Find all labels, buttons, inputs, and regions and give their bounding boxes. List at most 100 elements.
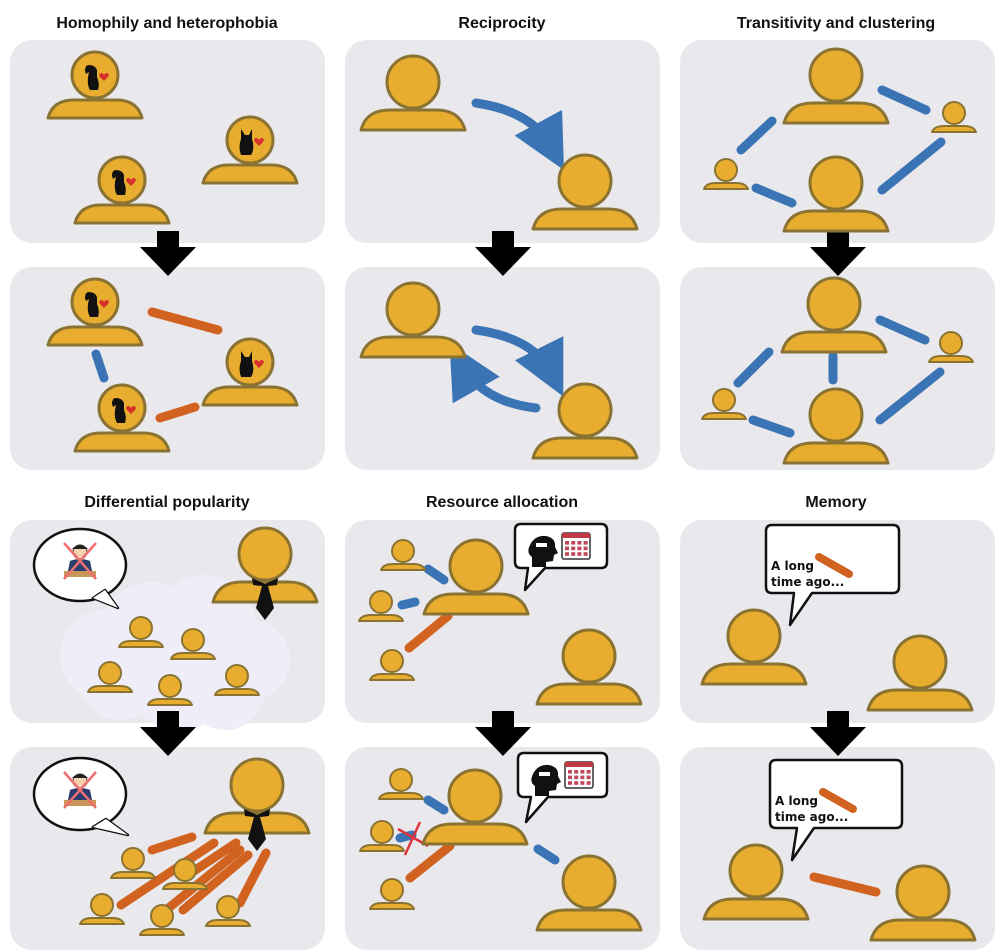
person — [162, 858, 208, 890]
person-body — [535, 682, 643, 706]
down-arrow — [810, 231, 866, 276]
person — [139, 904, 185, 936]
person-body — [780, 330, 888, 354]
person-head — [808, 47, 864, 103]
panel-box — [10, 267, 325, 470]
person — [170, 628, 216, 660]
dog-icon — [112, 170, 126, 195]
person-body — [205, 919, 251, 927]
dog-icon — [85, 292, 99, 317]
person — [147, 674, 193, 706]
person-head — [895, 864, 951, 920]
tie-line — [815, 553, 853, 578]
tie-icon — [252, 578, 278, 620]
person-head — [129, 616, 153, 640]
tie-line — [116, 838, 219, 910]
person-head — [726, 608, 782, 664]
person-head — [806, 276, 862, 332]
memory-text-line1: A long — [771, 559, 814, 573]
person-head — [90, 893, 114, 917]
person-head — [939, 331, 963, 355]
person-body — [110, 871, 156, 879]
person-body — [359, 335, 467, 359]
person — [700, 608, 808, 686]
person — [703, 158, 749, 190]
person-body — [369, 673, 415, 681]
person-body — [359, 844, 405, 852]
person — [782, 47, 890, 125]
down-arrow — [140, 231, 196, 276]
tie-line — [147, 832, 197, 855]
calendar-icon — [561, 532, 591, 560]
person-head — [380, 878, 404, 902]
tie-line — [748, 415, 795, 438]
person-body — [931, 125, 977, 133]
person-body — [866, 688, 974, 712]
tie-line — [733, 347, 774, 388]
person-body — [782, 441, 890, 465]
person-body — [782, 101, 890, 125]
dog-icon — [85, 65, 99, 90]
person — [359, 820, 405, 852]
person — [931, 101, 977, 133]
memory-text-line1: A long — [775, 794, 818, 808]
tie-line — [819, 788, 857, 813]
person — [701, 388, 747, 420]
person-body — [162, 882, 208, 890]
person-head — [173, 858, 197, 882]
person-body — [201, 163, 299, 185]
person-body — [531, 436, 639, 460]
tie-line — [736, 116, 777, 155]
cat-icon — [239, 351, 254, 377]
reciprocity-arrow — [449, 343, 541, 413]
person — [46, 50, 144, 120]
tie-line — [423, 564, 449, 585]
popular-person — [211, 526, 319, 620]
person — [214, 664, 260, 696]
person-head — [385, 54, 441, 110]
person-body — [531, 207, 639, 231]
heart-icon — [99, 73, 109, 81]
tie-line — [423, 795, 449, 815]
speech-bubble — [32, 756, 130, 837]
tie-line — [875, 315, 930, 345]
person-body — [73, 203, 171, 225]
person — [780, 276, 888, 354]
person — [79, 893, 125, 925]
person-body — [869, 918, 977, 942]
heart-icon — [99, 300, 109, 308]
cat-icon — [239, 129, 254, 155]
panel-title: Memory — [805, 494, 866, 511]
tie-line — [404, 611, 453, 653]
person — [531, 153, 639, 231]
person-body — [214, 688, 260, 696]
calendar-icon — [564, 761, 594, 789]
tie-line — [178, 850, 253, 915]
person — [110, 847, 156, 879]
person-head — [728, 843, 784, 899]
person-body — [170, 652, 216, 660]
cross-out — [63, 771, 97, 809]
person-body — [359, 108, 467, 132]
down-arrow — [810, 711, 866, 756]
person-head — [385, 281, 441, 337]
reciprocity-arrow — [471, 98, 564, 171]
desk — [64, 571, 96, 577]
person-head — [229, 757, 285, 813]
person-body — [535, 908, 643, 932]
person — [421, 768, 529, 846]
person-body — [79, 917, 125, 925]
person-head — [225, 664, 249, 688]
person-head — [389, 768, 413, 792]
person-body — [118, 640, 164, 648]
tie-line — [877, 137, 946, 195]
person-body — [73, 431, 171, 453]
speech-bubble — [32, 527, 128, 610]
person-head — [150, 904, 174, 928]
person — [380, 539, 426, 571]
person-head — [557, 153, 613, 209]
person-head — [181, 628, 205, 652]
head-gear-icon — [528, 535, 558, 567]
person-body — [701, 412, 747, 420]
